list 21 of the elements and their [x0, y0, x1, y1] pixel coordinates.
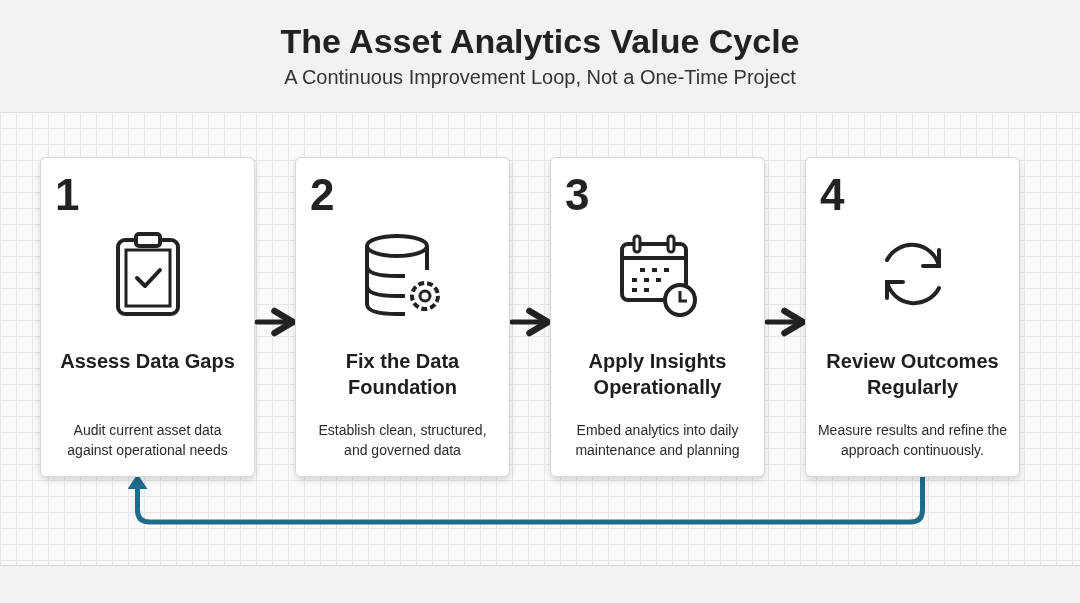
diagram-title: The Asset Analytics Value Cycle: [279, 22, 801, 61]
step-description: Establish clean, structured, and governed data: [317, 421, 488, 460]
step-number: 2: [310, 170, 335, 220]
step-number: 1: [55, 170, 80, 220]
step-description: Audit current asset data against operational needs: [66, 421, 229, 460]
step-card: [805, 157, 1020, 477]
step-description: Measure results and refine the approach continuously.: [816, 421, 1009, 460]
step-description: Embed analytics into daily maintenance and planning: [574, 421, 741, 460]
diagram-subtitle: A Continuous Improvement Loop, Not a One-Time Project: [283, 66, 797, 89]
step-number: 3: [565, 170, 590, 220]
arrow: [509, 307, 552, 337]
step-card: [295, 157, 510, 477]
arrow: [254, 307, 297, 337]
step-title: Fix the Data Foundation: [344, 349, 461, 400]
step-number: 4: [820, 170, 845, 220]
step-card: [40, 157, 255, 477]
step-card: [550, 157, 765, 477]
step-title: Review Outcomes Regularly: [825, 349, 1000, 400]
arrow: [764, 307, 807, 337]
step-title: Assess Data Gaps: [59, 349, 236, 374]
step-title: Apply Insights Operationally: [587, 349, 728, 400]
